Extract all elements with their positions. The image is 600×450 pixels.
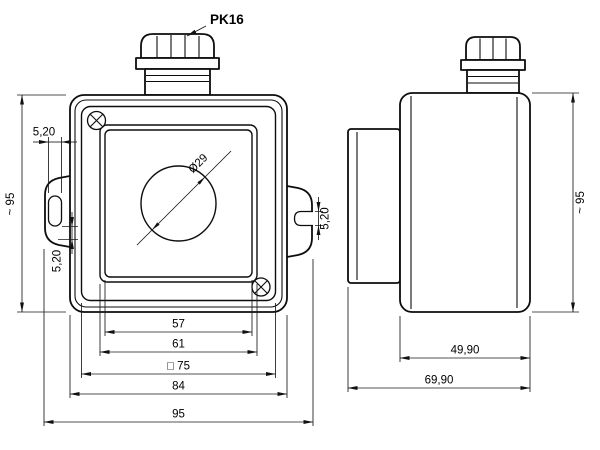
hole-arrow-upper [197, 177, 205, 185]
dim-slot-width: 5,20 [33, 127, 55, 139]
tab-slot-left [47, 195, 63, 227]
dim-61: 61 [172, 339, 185, 351]
dim-overall-depth: 69,90 [425, 375, 454, 387]
dim-overall-height-side: ~ 95 [575, 191, 587, 214]
dim-body-depth: 49,90 [451, 345, 480, 357]
tab-slot-right [293, 210, 313, 227]
gland-leader-line [186, 25, 207, 37]
dim-95: 95 [172, 409, 185, 421]
pk16-label: PK16 [210, 12, 244, 27]
gland-ring-front [135, 57, 220, 70]
lid-edge-outline [74, 99, 283, 308]
hole-circle [140, 165, 217, 242]
cable-gland-front [135, 33, 220, 96]
front-view: Ø29 57 61 □ 75 84 95 ~ 95 5,20 5,20 5,20 [5, 12, 332, 426]
gland-cap-front [140, 33, 215, 59]
gland-cap-facets [156, 35, 200, 58]
dim-57: 57 [172, 319, 185, 331]
recess-square-61 [99, 124, 258, 283]
lid-square-75 [80, 105, 277, 302]
dim-overall-height-front: ~ 95 [5, 193, 17, 216]
cable-gland-side [460, 36, 526, 94]
hole-arrow-lower [152, 222, 160, 230]
dim-slot-left: 5,20 [52, 250, 64, 272]
gland-cap-side-facets [479, 37, 507, 60]
enclosure-side-back [347, 128, 401, 284]
dim-84: 84 [172, 381, 185, 393]
gland-callout: PK16 [186, 12, 244, 37]
screw-bottom-right [251, 277, 271, 297]
screw-top-left [86, 110, 107, 131]
side-body-seam-lines [410, 96, 518, 309]
dim-slot-right: 5,20 [320, 207, 332, 229]
gland-neck-ribs [146, 74, 209, 83]
dim-75: □ 75 [167, 361, 190, 373]
gland-neck-side [466, 69, 520, 94]
enclosure-side-body [399, 92, 531, 313]
recess-square-57 [104, 129, 253, 278]
side-view: ~ 95 49,90 69,90 [347, 36, 587, 392]
gland-neck-side-ribs [468, 75, 518, 84]
extension-lines-side [347, 92, 579, 392]
gland-ring-side [460, 59, 526, 71]
